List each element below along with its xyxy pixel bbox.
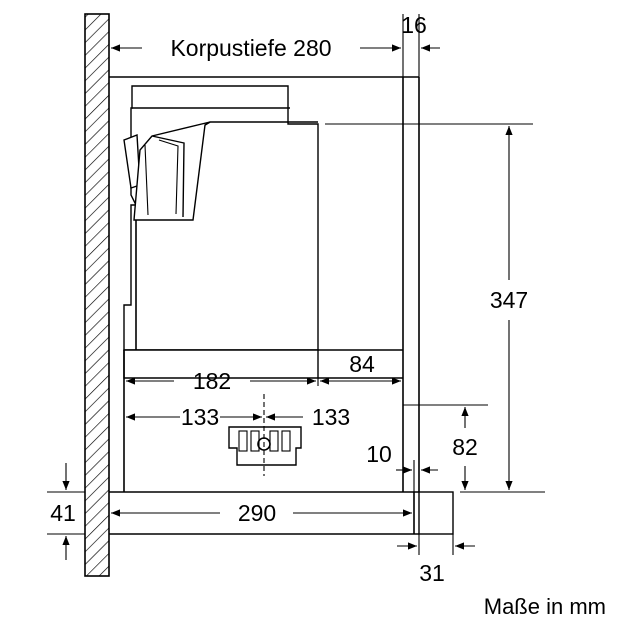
dim-panel-16: 16 [401,12,427,38]
dim-width-182: 182 [193,368,231,394]
front-panel [418,491,454,535]
wall [84,13,110,577]
dim-gap-10: 10 [366,441,392,467]
dim-width-84: 84 [349,351,375,377]
dim-height-82: 82 [452,434,478,460]
dimension-labels: Korpustiefe 280 16 347 182 84 133 133 82… [50,12,606,619]
units-note: Maße in mm [484,594,606,619]
dim-left-133: 133 [181,404,219,430]
cabinet-outline [109,76,420,535]
hood-body [123,85,403,492]
dim-height-41: 41 [50,500,76,526]
dim-korpustiefe: Korpustiefe 280 [170,35,331,61]
dim-width-290: 290 [238,500,276,526]
dim-width-31: 31 [419,560,445,586]
dim-height-347: 347 [490,287,528,313]
dim-right-133: 133 [312,404,350,430]
mounting-bracket [228,394,302,476]
dimension-lines [47,14,545,560]
